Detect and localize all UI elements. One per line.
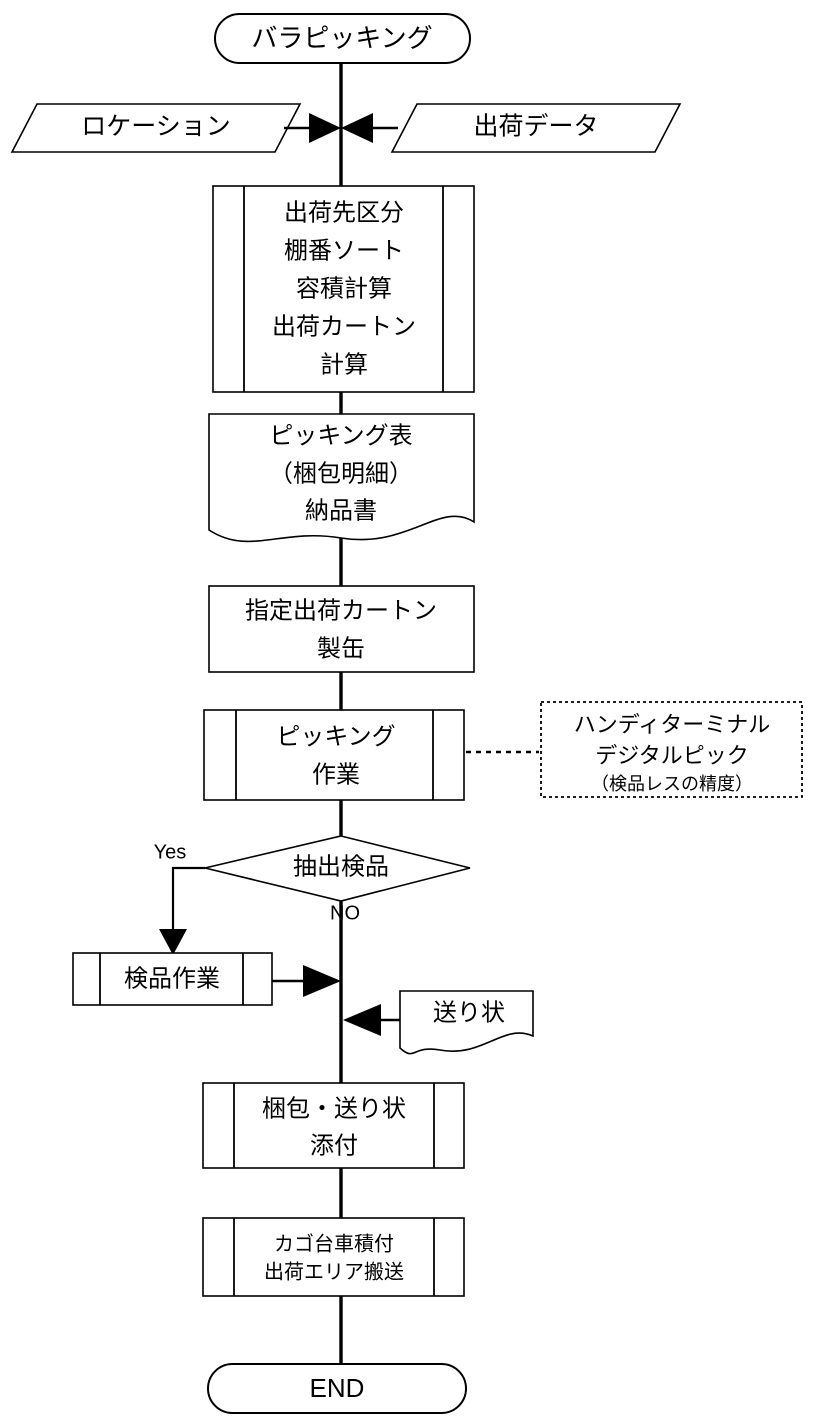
inspection-return-connector — [272, 965, 341, 997]
arrowhead-location-right — [309, 113, 341, 143]
input-connectors — [284, 113, 398, 143]
start-label: バラピッキング — [251, 23, 432, 53]
packing-attach-line-2: 添付 — [310, 1132, 358, 1159]
input-location-label: ロケーション — [81, 113, 231, 141]
input-shipping-data-shape — [390, 103, 682, 153]
inspection-work-shape — [72, 952, 273, 1006]
yes-branch-path — [171, 866, 205, 930]
input-location-shape — [10, 103, 302, 153]
invoice-doc-shape — [399, 990, 534, 1055]
picking-work-line-1: ピッキング — [276, 723, 395, 750]
carton-making-line-2: 製缶 — [317, 635, 365, 662]
handy-terminal-note-line-1: ハンディターミナル — [574, 712, 770, 737]
node-input-shipping-data[interactable]: 出荷データ — [390, 103, 682, 153]
start-terminator-shape — [214, 13, 471, 64]
sorting-process-line-5: 計算 — [320, 351, 368, 378]
node-input-location[interactable]: ロケーション — [10, 103, 302, 153]
node-cart-loading[interactable]: カゴ台車積付 出荷エリア搬送 — [202, 1217, 465, 1297]
inspection-work-label: 検品作業 — [124, 965, 220, 992]
carton-making-shape — [208, 585, 475, 673]
end-label: END — [310, 1373, 365, 1403]
sampling-inspection-shape — [204, 835, 471, 902]
sorting-process-line-1: 出荷先区分 — [284, 199, 404, 226]
sorting-process-shape — [212, 185, 475, 393]
node-picking-work[interactable]: ピッキング 作業 — [203, 709, 465, 801]
packing-attach-shape — [202, 1082, 465, 1169]
picking-documents-line-3: 納品書 — [305, 497, 377, 524]
node-packing-attach[interactable]: 梱包・送り状 添付 — [202, 1082, 465, 1169]
arrowhead-invoice-left — [343, 1004, 381, 1036]
node-inspection-work[interactable]: 検品作業 — [72, 952, 273, 1006]
node-carton-making[interactable]: 指定出荷カートン 製缶 — [208, 585, 475, 673]
invoice-doc-label: 送り状 — [433, 999, 505, 1026]
node-invoice-doc[interactable]: 送り状 — [399, 990, 534, 1055]
sorting-process-line-2: 棚番ソート — [284, 237, 404, 264]
node-sampling-inspection[interactable]: 抽出検品 Yes NO — [154, 835, 471, 924]
handy-terminal-note-line-2: デジタルピック — [595, 743, 749, 768]
sorting-process-line-3: 容積計算 — [296, 275, 392, 302]
end-terminator-shape — [207, 1363, 467, 1414]
input-shipping-data-label: 出荷データ — [473, 113, 598, 141]
node-handy-terminal-note[interactable]: ハンディターミナル デジタルピック （検品レスの精度） — [466, 701, 803, 798]
picking-documents-line-1: ピッキング表 — [269, 422, 412, 449]
sorting-process-line-4: 出荷カートン — [272, 313, 416, 340]
picking-documents-line-2: （梱包明細） — [269, 460, 413, 487]
arrowhead-yes-down — [159, 929, 187, 955]
cart-loading-line-1: カゴ台車積付 — [274, 1232, 394, 1255]
packing-attach-line-1: 梱包・送り状 — [262, 1095, 406, 1122]
handy-terminal-note-shape — [540, 701, 803, 798]
picking-work-shape — [203, 709, 465, 801]
arrowhead-inspection-right — [303, 965, 341, 997]
node-start[interactable]: バラピッキング — [214, 13, 471, 64]
node-sorting-process[interactable]: 出荷先区分 棚番ソート 容積計算 出荷カートン 計算 — [212, 185, 475, 393]
cart-loading-shape — [202, 1217, 465, 1297]
node-picking-documents[interactable]: ピッキング表 （梱包明細） 納品書 — [208, 413, 475, 543]
branch-label-no: NO — [330, 902, 360, 924]
cart-loading-line-2: 出荷エリア搬送 — [264, 1260, 404, 1283]
carton-making-line-1: 指定出荷カートン — [245, 597, 437, 624]
yes-branch-connector — [159, 866, 205, 955]
picking-documents-shape — [208, 413, 475, 543]
picking-work-line-2: 作業 — [312, 761, 360, 788]
sampling-inspection-label: 抽出検品 — [293, 853, 389, 880]
branch-label-yes: Yes — [154, 841, 187, 863]
handy-terminal-note-line-3: （検品レスの精度） — [591, 774, 753, 794]
arrowhead-shipping-left — [341, 113, 373, 143]
invoice-connector — [343, 1004, 400, 1036]
node-end[interactable]: END — [207, 1363, 467, 1414]
